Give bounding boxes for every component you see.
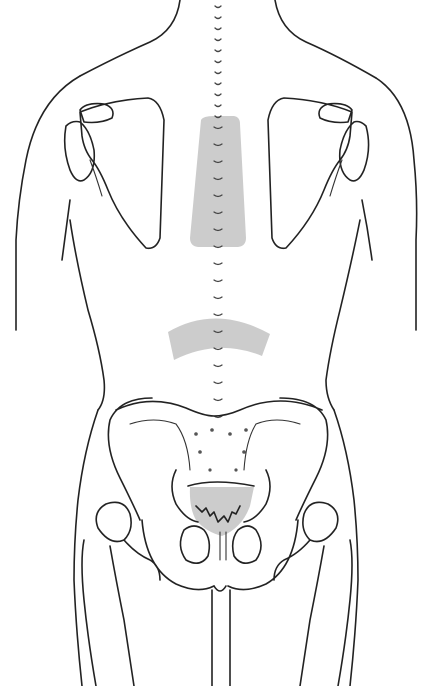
gluteal-cleft (214, 586, 226, 591)
pubic-symphysis (220, 532, 226, 560)
right-iliac-inner (244, 420, 300, 470)
right-hip-joint (303, 502, 338, 541)
vertebra-mark-4 (215, 50, 221, 52)
left-arm-inner (62, 200, 70, 260)
sacral-foramina (194, 428, 248, 471)
left-hip-joint (96, 502, 131, 541)
iliac-crest (116, 401, 322, 416)
left-body-outline (16, 76, 104, 410)
vertebra-mark-26 (214, 382, 222, 384)
sacral-shaded-region (190, 487, 254, 536)
right-body-outline (326, 78, 417, 410)
vertebra-mark-27 (214, 399, 222, 401)
vertebra-mark-7 (215, 83, 221, 85)
vertebra-mark-21 (214, 297, 222, 299)
right-arm-inner (362, 200, 372, 260)
vertebra-mark-8 (215, 94, 221, 96)
lumbar-shaded-region (168, 318, 270, 360)
vertebra-mark-6 (215, 72, 221, 74)
vertebra-mark-5 (215, 61, 221, 63)
left-thigh-outline (74, 410, 98, 686)
left-gluteal-curve (142, 520, 214, 590)
left-femur-neck (124, 540, 160, 580)
vertebra-mark-24 (214, 348, 222, 350)
left-femur-outer (82, 540, 96, 686)
left-iliac-inner (130, 420, 190, 470)
vertebra-mark-2 (215, 28, 221, 30)
neck-left-outline (80, 0, 180, 76)
neck-right-outline (275, 0, 376, 78)
vertebra-mark-0 (215, 6, 221, 8)
thoracic-shaded-region (190, 116, 246, 247)
sacrum (188, 482, 254, 486)
vertebra-mark-20 (214, 280, 222, 282)
right-thigh-outline (334, 410, 358, 686)
vertebra-mark-3 (215, 39, 221, 41)
vertebra-mark-22 (214, 314, 222, 316)
vertebra-mark-9 (215, 105, 221, 107)
left-humeral-head (65, 122, 95, 181)
left-obturator (180, 526, 209, 563)
left-femur-inner (110, 546, 134, 686)
vertebra-mark-25 (214, 365, 222, 367)
right-obturator (233, 526, 261, 563)
right-femur-outer (338, 540, 352, 686)
vertebra-mark-1 (215, 17, 221, 19)
right-femur-inner (300, 546, 324, 686)
right-humeral-head (340, 122, 369, 181)
left-scapula (80, 98, 164, 248)
vertebra-mark-19 (214, 263, 222, 265)
right-scapula (268, 98, 352, 248)
